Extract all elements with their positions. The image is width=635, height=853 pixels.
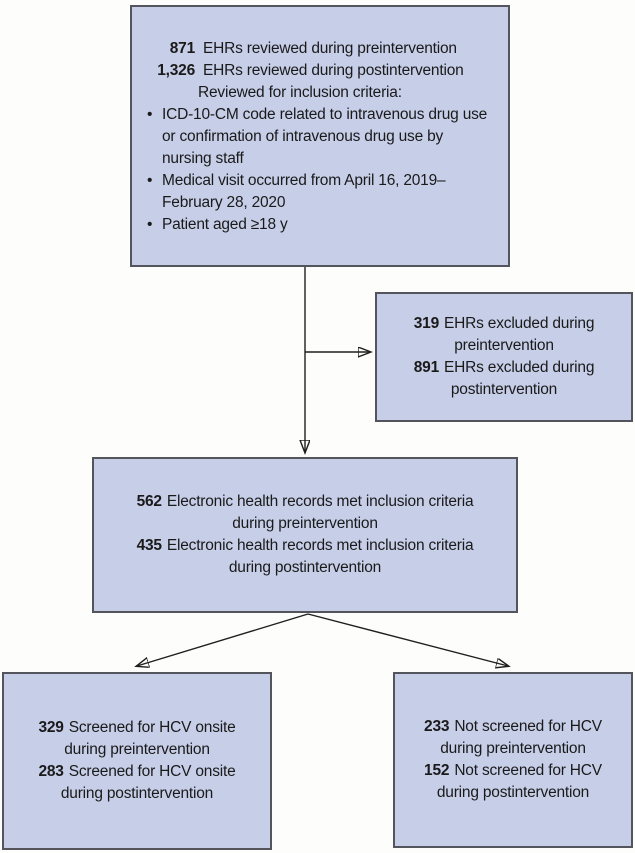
stat-line-cont: during postintervention [436,784,590,801]
bullet-text: nursing staff [162,150,244,167]
stat-value: 233 [424,718,450,735]
stat-value: 152 [424,762,450,779]
bullet-text: Patient aged ≥18 y [162,216,288,233]
stat-value: 283 [38,763,64,780]
stat-line-cont: during postintervention [228,559,382,576]
connector-to-not-screened-arrow [307,613,508,666]
bullet-item-icd-code: • ICD-10-CM code related to intravenous d… [140,104,504,126]
stat-value: 891 [413,359,440,376]
stat-label: Not screened for HCV [454,762,602,779]
stat-line-cont: during preintervention [64,741,210,758]
stat-value: 562 [136,493,162,510]
bullet-item-patient-age: • Patient aged ≥18 y [140,214,504,236]
stat-line-cont: during postintervention [60,785,214,802]
stat-label: Screened for HCV onsite [68,719,236,736]
stat-line-cont: during preintervention [232,515,378,532]
bullet-item-icd-code-cont: or confirmation of intravenous drug use … [140,126,504,148]
bullet-icon: • [147,216,153,233]
stat-label: Not screened for HCV [454,718,602,735]
stat-value: 1,326 [157,62,195,79]
bullet-text: February 28, 2020 [162,194,286,211]
bullet-text: Medical visit occurred from April 16, 20… [162,172,446,189]
bullet-icon: • [147,172,153,189]
stat-label: Electronic health records met inclusion … [166,493,474,510]
stat-value: 319 [413,315,440,332]
stat-line-reviewed-post: 1,326 EHRs reviewed during postinterventi… [140,60,504,82]
stat-label: Electronic health records met inclusion … [166,537,474,554]
bullet-item-visit-dates-cont: February 28, 2020 [140,192,504,214]
bullet-text: or confirmation of intravenous drug use … [162,128,444,145]
stat-label: Screened for HCV onsite [68,763,236,780]
stat-line-reviewed-pre: 871 EHRs reviewed during preintervention [140,38,504,60]
criteria-heading: Reviewed for inclusion criteria: [198,84,402,101]
stat-value: 871 [169,40,195,57]
bullet-item-visit-dates: • Medical visit occurred from April 16, 2… [140,170,504,192]
bullet-text: ICD-10-CM code related to intravenous dr… [162,106,488,123]
stat-line-cont: postintervention [450,381,558,398]
bullet-icon: • [147,106,153,123]
stat-value: 329 [38,719,64,736]
stat-label: EHRs excluded during [444,315,595,332]
stat-label: EHRs excluded during [444,359,595,376]
stat-label: EHRs reviewed during preintervention [203,40,457,57]
stat-line-cont: preintervention [454,337,554,354]
stat-label: EHRs reviewed during postintervention [203,62,464,79]
bullet-item-icd-code-cont: nursing staff [140,148,504,170]
stat-line-cont: during preintervention [440,740,586,757]
connector-to-screened-arrow [137,613,309,666]
stat-value: 435 [136,537,162,554]
